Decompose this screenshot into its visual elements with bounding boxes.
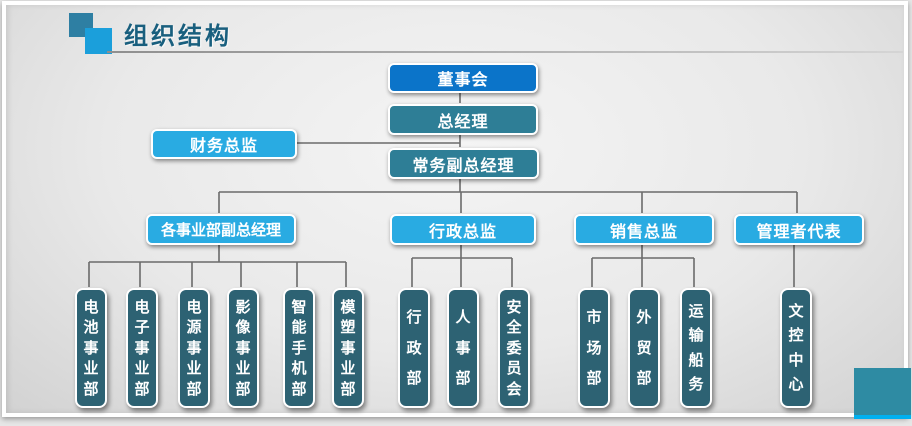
org-node-finance-director: 财务总监 — [151, 129, 297, 159]
org-leaf-smartphone-division: 智能手机部 — [283, 288, 315, 408]
org-leaf-hr-dept: 人事部 — [447, 288, 479, 408]
org-leaf-marketing-dept: 市场部 — [578, 288, 610, 408]
page-title: 组织结构 — [124, 23, 232, 50]
org-node-admin-director: 行政总监 — [390, 214, 536, 245]
org-leaf-foreign-trade-dept: 外贸部 — [628, 288, 660, 408]
title-accent-square-light — [85, 28, 112, 54]
org-node-deputy-general-manager: 常务副总经理 — [388, 148, 539, 179]
org-leaf-safety-committee: 安全委员会 — [498, 288, 530, 408]
title-divider — [107, 51, 903, 53]
org-leaf-power-division: 电源事业部 — [178, 288, 210, 408]
org-leaf-electronics-division: 电子事业部 — [126, 288, 158, 408]
org-node-sales-director: 销售总监 — [574, 214, 714, 245]
org-leaf-molding-division: 模塑事业部 — [332, 288, 364, 408]
org-node-general-manager: 总经理 — [388, 104, 538, 135]
slide-canvas: 组织结构 董事会 总经理 财务总监 常务副总经理 各事业部副总经理 行政总监 销… — [2, 1, 911, 419]
org-node-board: 董事会 — [388, 63, 538, 93]
org-leaf-admin-dept: 行政部 — [398, 288, 430, 408]
org-leaf-battery-division: 电池事业部 — [75, 288, 107, 408]
corner-accent-square — [854, 368, 911, 415]
org-node-management-representative: 管理者代表 — [734, 214, 864, 245]
org-leaf-doc-control-center: 文控中心 — [780, 288, 812, 408]
org-node-division-deputy-gm: 各事业部副总经理 — [146, 214, 296, 245]
org-connectors — [88, 92, 798, 287]
corner-accent-strip — [854, 415, 911, 419]
org-leaf-shipping-dept: 运输船务 — [680, 288, 712, 408]
org-leaf-imaging-division: 影像事业部 — [227, 288, 259, 408]
